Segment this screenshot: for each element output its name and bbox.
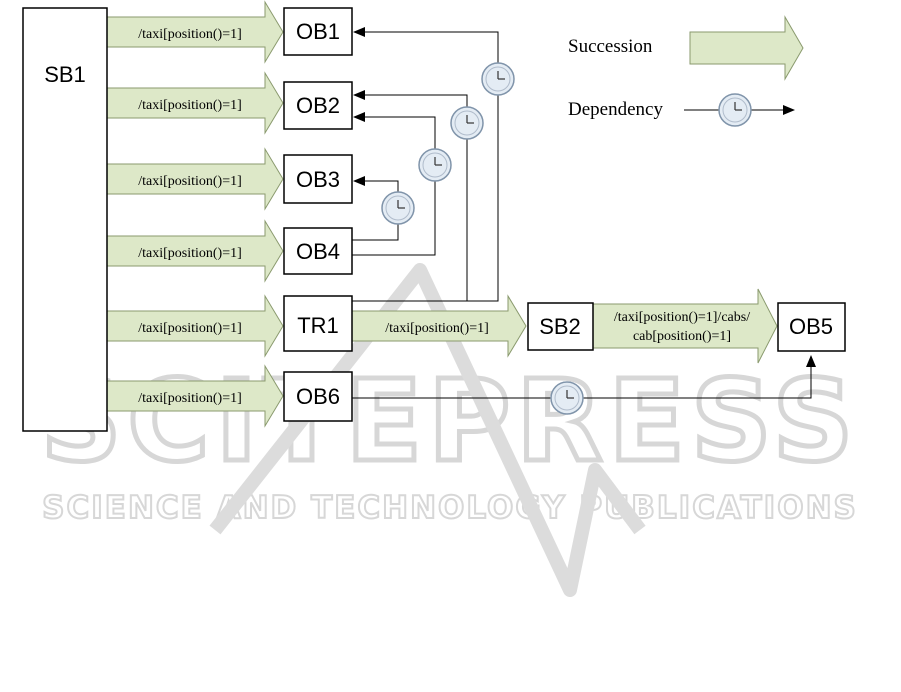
legend: Succession Dependency: [568, 17, 803, 126]
edge-label: /taxi[position()=1]/cabs/: [614, 310, 750, 325]
node-label: OB6: [296, 384, 340, 409]
node-ob5: OB5: [778, 303, 845, 351]
edge-sb1-ob4: /taxi[position()=1]: [107, 221, 283, 281]
edge-sb1-ob1: /taxi[position()=1]: [107, 2, 283, 62]
node-label: OB2: [296, 93, 340, 118]
legend-succession-label: Succession: [568, 36, 653, 57]
node-label: OB5: [789, 314, 833, 339]
clock-icon: [382, 192, 414, 224]
node-label: OB1: [296, 19, 340, 44]
edge-label: /taxi[position()=1]: [138, 391, 242, 406]
node-tr1: TR1: [284, 296, 352, 351]
edge-sb1-tr1: /taxi[position()=1]: [107, 296, 283, 356]
clock-icon: [451, 107, 483, 139]
edge-label: /taxi[position()=1]: [138, 174, 242, 189]
clock-icon: [719, 94, 751, 126]
clock-icon: [482, 63, 514, 95]
clock-icon: [419, 149, 451, 181]
node-label: OB3: [296, 167, 340, 192]
edge-label: /taxi[position()=1]: [385, 321, 489, 336]
node-label: SB2: [539, 314, 581, 339]
node-ob1: OB1: [284, 8, 352, 55]
edge-label: /taxi[position()=1]: [138, 98, 242, 113]
node-ob6: OB6: [284, 372, 352, 421]
legend-succession: Succession: [568, 17, 803, 79]
legend-succession-arrow: [690, 17, 803, 79]
dependency-ob4-ob2: [352, 117, 435, 255]
node-label: SB1: [44, 62, 86, 87]
node-sb2: SB2: [528, 303, 593, 350]
edge-label: /taxi[position()=1]: [138, 321, 242, 336]
edge-label: cab[position()=1]: [633, 329, 731, 344]
legend-dependency: Dependency: [568, 94, 794, 126]
node-ob2: OB2: [284, 82, 352, 129]
edge-sb1-ob3: /taxi[position()=1]: [107, 149, 283, 209]
watermark-tagline: SCIENCE AND TECHNOLOGY PUBLICATIONS: [42, 490, 858, 526]
clock-icon: [551, 382, 583, 414]
watermark-brand: SCITEPRESS: [41, 357, 860, 487]
node-ob3: OB3: [284, 155, 352, 203]
legend-dependency-label: Dependency: [568, 99, 663, 120]
node-sb1: SB1: [23, 8, 107, 431]
edge-label: /taxi[position()=1]: [138, 246, 242, 261]
node-ob4: OB4: [284, 228, 352, 274]
node-label: OB4: [296, 239, 340, 264]
node-label: TR1: [297, 313, 339, 338]
edge-label: /taxi[position()=1]: [138, 27, 242, 42]
edge-sb1-ob2: /taxi[position()=1]: [107, 73, 283, 133]
edge-sb2-ob5: /taxi[position()=1]/cabs/ cab[position()…: [593, 289, 777, 363]
